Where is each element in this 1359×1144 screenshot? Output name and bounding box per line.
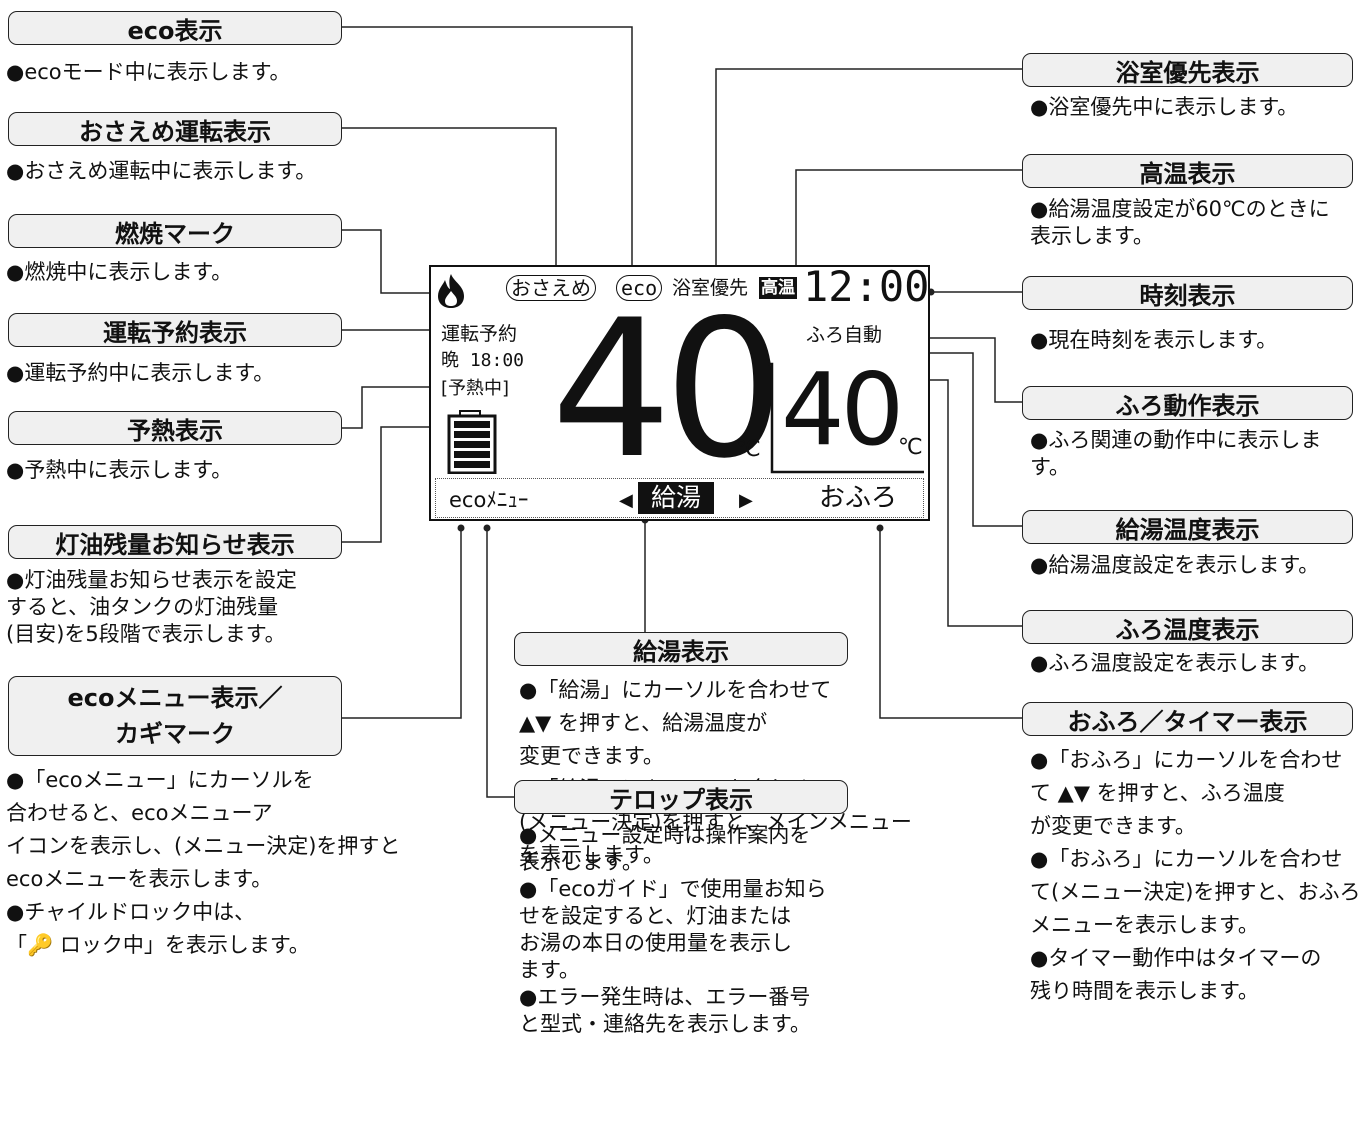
description-line: お湯の本日の使用量を表示し — [519, 931, 792, 955]
supply-temp-label: 給湯温度表示 — [1022, 510, 1353, 544]
eco-indicator: eco — [616, 275, 663, 301]
description-line: 表示します。 — [519, 850, 643, 874]
osaeme-description: ●おさえめ運転中に表示します。 — [6, 158, 316, 185]
description-line: ●「ecoメニュー」にカーソルを — [6, 768, 314, 792]
kyuto-menu-item[interactable]: 給湯 — [638, 482, 715, 514]
description-line: ●エラー発生時は、エラー番号 — [519, 985, 811, 1009]
description-line: て(メニュー決定)を押すと、おふろ — [1030, 880, 1359, 904]
bath-priority-indicator: 浴室優先 — [672, 277, 749, 299]
description-line: ます。 — [519, 958, 580, 982]
description-line: 変更できます。 — [519, 744, 664, 768]
bath-priority-description: ●浴室優先中に表示します。 — [1030, 94, 1298, 121]
description-line: ●ecoモード中に表示します。 — [6, 60, 291, 84]
preheat-label: 予熱表示 — [8, 411, 342, 445]
description-line: ●給湯温度設定が60℃のときに — [1030, 197, 1330, 221]
description-line: ●給湯温度設定を表示します。 — [1030, 553, 1320, 577]
clock-display: 12:00 — [803, 262, 930, 311]
oil-tank-icon — [447, 410, 497, 474]
description-line: て ▲▼ を押すと、ふろ温度 — [1030, 781, 1285, 805]
reserve-description: ●運転予約中に表示します。 — [6, 360, 274, 387]
eco-menu-label-line2: カギマーク — [115, 720, 235, 748]
description-line: ecoメニューを表示します。 — [6, 867, 273, 891]
clock-label: 時刻表示 — [1022, 276, 1353, 310]
description-line: ●現在時刻を表示します。 — [1030, 328, 1278, 352]
description-line: せを設定すると、灯油または — [519, 904, 792, 928]
bath-auto-indicator: ふろ自動 — [806, 324, 883, 346]
bath-temp-bracket — [768, 362, 924, 474]
eco-menu-item[interactable]: ecoﾒﾆｭｰ — [449, 488, 529, 512]
preheat-description: ●予熱中に表示します。 — [6, 457, 232, 484]
kyuto-label: 給湯表示 — [514, 632, 848, 666]
description-line: ●おさえめ運転中に表示します。 — [6, 159, 317, 183]
description-line: ●「おふろ」にカーソルを合わせ — [1030, 748, 1343, 772]
arrow-left-icon[interactable]: ◀ — [619, 490, 633, 511]
description-line: ●チャイルドロック中は、 — [6, 900, 256, 924]
bath-priority-label: 浴室優先表示 — [1022, 53, 1353, 87]
ofuro-timer-description: ●「おふろ」にカーソルを合わせ て ▲▼ を押すと、ふろ温度 が変更できます。 … — [1030, 744, 1359, 1008]
description-line: メニューを表示します。 — [1030, 913, 1259, 937]
telop-description: ●メニュー設定時は操作案内を 表示します。 ●「ecoガイド」で使用量お知ら せ… — [519, 822, 827, 1038]
eco-menu-description: ●「ecoメニュー」にカーソルを 合わせると、ecoメニューア イコンを表示し、… — [6, 764, 400, 962]
oil-description: ●灯油残量お知らせ表示を設定 すると、油タンクの灯油残量 (目安)を5段階で表示… — [6, 567, 297, 648]
arrow-right-icon[interactable]: ▶ — [739, 490, 753, 511]
telop-label: テロップ表示 — [514, 780, 848, 814]
ofuro-timer-label: おふろ／タイマー表示 — [1022, 702, 1353, 736]
description-line: ●運転予約中に表示します。 — [6, 361, 275, 385]
description-line: (メニュー決定)を押すと、メインメニュー — [519, 810, 912, 834]
description-line: ▲▼ を押すと、給湯温度が — [519, 711, 768, 735]
description-line: が変更できます。 — [1030, 814, 1196, 838]
description-line: 表示します。 — [1030, 224, 1154, 248]
flame-label: 燃焼マーク — [8, 214, 342, 248]
description-line: ●燃焼中に表示します。 — [6, 260, 233, 284]
high-temp-label: 高温表示 — [1022, 154, 1353, 188]
reserve-indicator: 運転予約 — [441, 323, 518, 345]
description-line: (目安)を5段階で表示します。 — [6, 622, 286, 646]
eco-description: ●ecoモード中に表示します。 — [6, 59, 291, 86]
high-temp-indicator: 高温 — [759, 277, 797, 299]
description-line: 合わせると、ecoメニューア — [6, 801, 273, 825]
preheat-indicator: [予熱中] — [441, 378, 510, 399]
bath-action-label: ふろ動作表示 — [1022, 386, 1353, 420]
osaeme-indicator: おさえめ — [506, 275, 596, 301]
bath-action-description: ●ふろ関連の動作中に表示しま す。 — [1030, 427, 1321, 481]
description-line: すると、油タンクの灯油残量 — [6, 595, 279, 619]
eco-menu-label-line1: ecoメニュー表示／ — [67, 684, 283, 712]
eco-label: eco表示 — [8, 11, 342, 45]
description-line: す。 — [1030, 455, 1070, 479]
supply-temp-value: 40 — [551, 279, 785, 500]
eco-menu-label: ecoメニュー表示／ カギマーク — [8, 676, 342, 756]
description-line: ●灯油残量お知らせ表示を設定 — [6, 568, 297, 592]
bath-temp-label: ふろ温度表示 — [1022, 610, 1353, 644]
description-line: を表示します。 — [519, 843, 664, 867]
description-line: と型式・連絡先を表示します。 — [519, 1012, 811, 1036]
description-line: ●タイマー動作中はタイマーの — [1030, 946, 1322, 970]
menu-bar — [435, 478, 924, 518]
description-line: ●ふろ温度設定を表示します。 — [1030, 651, 1320, 675]
description-line: ●予熱中に表示します。 — [6, 458, 233, 482]
osaeme-label: おさえめ運転表示 — [8, 112, 342, 146]
oil-label: 灯油残量お知らせ表示 — [8, 525, 342, 559]
description-line: 残り時間を表示します。 — [1030, 979, 1259, 1003]
description-line: ●「ecoガイド」で使用量お知ら — [519, 877, 827, 901]
reserve-label: 運転予約表示 — [8, 313, 342, 347]
high-temp-description: ●給湯温度設定が60℃のときに 表示します。 — [1030, 196, 1330, 250]
ofuro-menu-item[interactable]: おふろ — [819, 483, 898, 513]
reserve-time: 晩 18:00 — [441, 350, 525, 371]
description-line: ●「給湯」にカーソルを合わせて — [519, 678, 832, 702]
flame-icon — [438, 274, 464, 308]
bath-temp-description: ●ふろ温度設定を表示します。 — [1030, 650, 1319, 677]
clock-description: ●現在時刻を表示します。 — [1030, 327, 1277, 354]
description-line: イコンを表示し、(メニュー決定)を押すと — [6, 834, 401, 858]
remote-display-screen: おさえめ eco 浴室優先 高温 12:00 運転予約 晩 18:00 [予熱中… — [429, 262, 930, 521]
description-line: ●ふろ関連の動作中に表示しま — [1030, 428, 1322, 452]
description-line: ●メニュー設定時は操作案内を — [519, 823, 811, 847]
supply-temp-unit: ℃ — [736, 437, 761, 462]
flame-description: ●燃焼中に表示します。 — [6, 259, 232, 286]
description-line: 「🔑 ロック中」を表示します。 — [6, 933, 310, 957]
supply-temp-description: ●給湯温度設定を表示します。 — [1030, 552, 1319, 579]
bath-temp-value: 40 — [781, 351, 904, 468]
description-line: ●浴室優先中に表示します。 — [1030, 95, 1299, 119]
bath-temp-unit: ℃ — [898, 435, 923, 460]
description-line: ●「おふろ」にカーソルを合わせ — [1030, 847, 1343, 871]
